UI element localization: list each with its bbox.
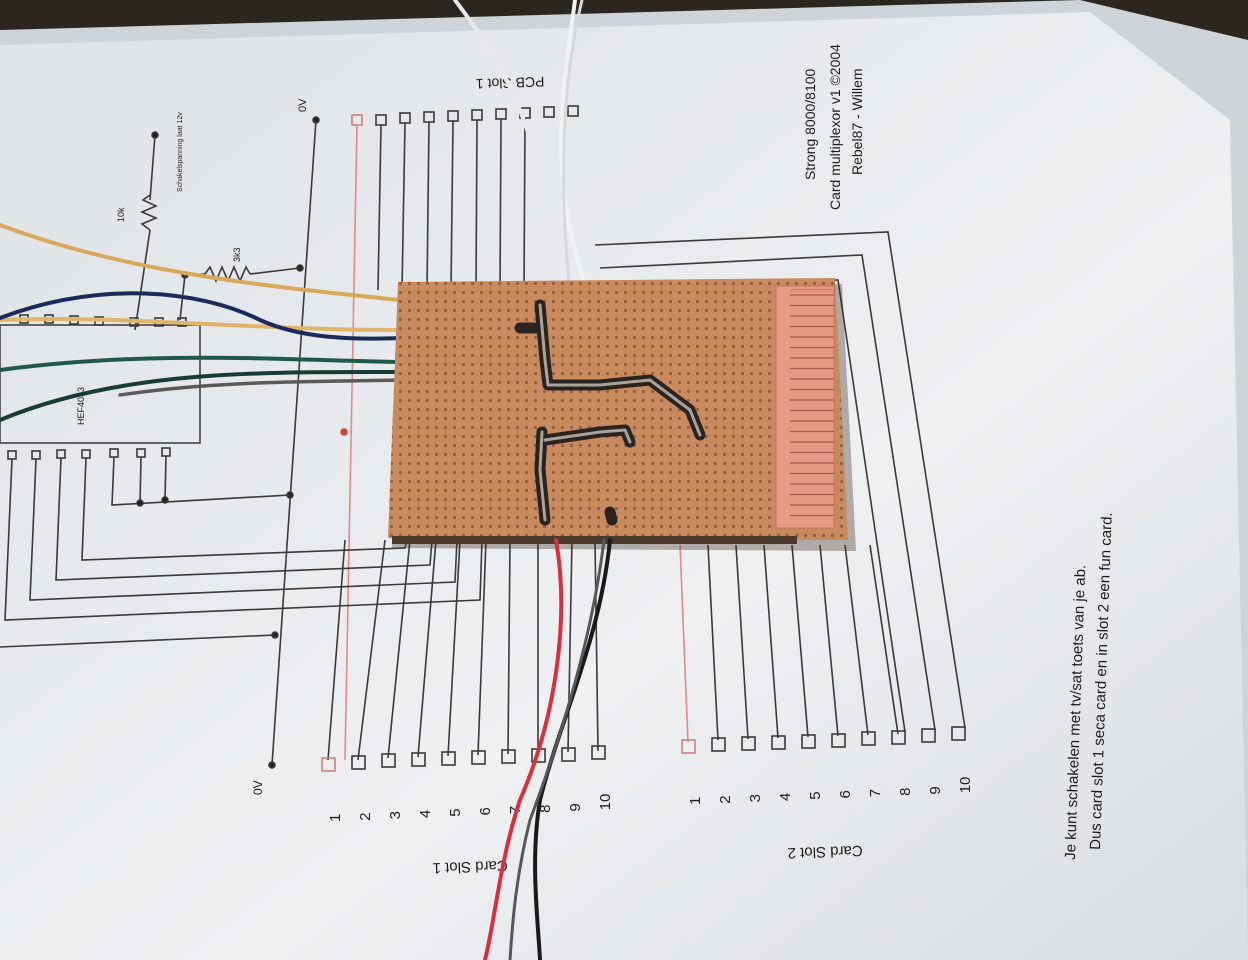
card-slot1-pin-label: 6 bbox=[477, 807, 494, 815]
card-slot2-pin-label: 9 bbox=[927, 786, 944, 794]
card-slot2-pins bbox=[681, 726, 966, 754]
header-line1: Strong 8000/8100 bbox=[802, 68, 818, 180]
header-line2: Card multiplexor v1 ©2004 bbox=[827, 44, 843, 210]
card-slot2-pin-label: 2 bbox=[717, 795, 734, 803]
card-slot2-pin-label: 6 bbox=[837, 790, 854, 798]
card-slot2-pin-label: 4 bbox=[777, 793, 794, 801]
card-slot2-pin-labels: 1 2 3 4 5 6 7 8 9 10 bbox=[687, 777, 974, 805]
green-wire-2 bbox=[0, 369, 402, 422]
card-slot1-pin-label: 4 bbox=[417, 810, 434, 818]
card-slot1-pins bbox=[321, 745, 606, 772]
blue-wire bbox=[0, 291, 402, 341]
ic-label: HEF4053 bbox=[76, 387, 86, 425]
pin-header bbox=[392, 536, 797, 544]
edge-connector-fingers bbox=[790, 294, 834, 517]
card-slot1-pin-label: 1 bbox=[327, 814, 344, 822]
card-slot2-pin-label: 1 bbox=[687, 797, 704, 805]
wires-top bbox=[453, 0, 587, 292]
card-slot2-pin-label: 10 bbox=[957, 777, 974, 794]
black-wire-2 bbox=[508, 538, 606, 960]
ground-label-top: 0V bbox=[297, 98, 309, 112]
card-slot1-label: Card Slot 1 bbox=[432, 857, 508, 877]
card-slot1-pin-label: 2 bbox=[357, 812, 374, 820]
card-slot1-pin-label: 3 bbox=[387, 811, 404, 819]
green-wire-1 bbox=[0, 355, 402, 372]
card-slot1-pin-label: 9 bbox=[567, 803, 584, 811]
edge-connector bbox=[775, 285, 835, 529]
card-slot1-pin-label: 8 bbox=[537, 805, 554, 813]
solder-shine bbox=[538, 303, 702, 522]
yellow-wire-2 bbox=[0, 316, 402, 332]
yellow-wire-1 bbox=[0, 223, 402, 302]
wires-left bbox=[0, 223, 402, 422]
card-slot2-pin-label: 3 bbox=[747, 794, 764, 802]
resistor2-label: 3k3 bbox=[232, 247, 242, 262]
white-wire-2 bbox=[559, 0, 587, 287]
header-line3: Rebel87 - Willem bbox=[849, 68, 865, 175]
wires-bottom bbox=[483, 538, 612, 960]
ground-label-bottom: 0V bbox=[251, 780, 265, 795]
card-slot1-pin-label: 5 bbox=[447, 808, 464, 816]
card-slot2-pin-label: 7 bbox=[867, 789, 884, 797]
stripboard bbox=[388, 278, 856, 551]
grey-wire bbox=[118, 378, 402, 397]
card-slot2-pin-label: 8 bbox=[897, 788, 914, 796]
supply-label: Schakelspanning laat 12v bbox=[177, 112, 184, 192]
red-wire bbox=[483, 538, 564, 960]
white-wire-3 bbox=[562, 0, 584, 292]
white-wire-1 bbox=[453, 0, 554, 262]
schematic-drawing bbox=[0, 105, 966, 772]
resistor1-label: 10k bbox=[116, 207, 126, 222]
card-slot1-pin-label: 10 bbox=[597, 794, 614, 811]
card-slot2-pin-label: 5 bbox=[807, 791, 824, 799]
card-slot2-label: Card Slot 2 bbox=[787, 842, 863, 862]
